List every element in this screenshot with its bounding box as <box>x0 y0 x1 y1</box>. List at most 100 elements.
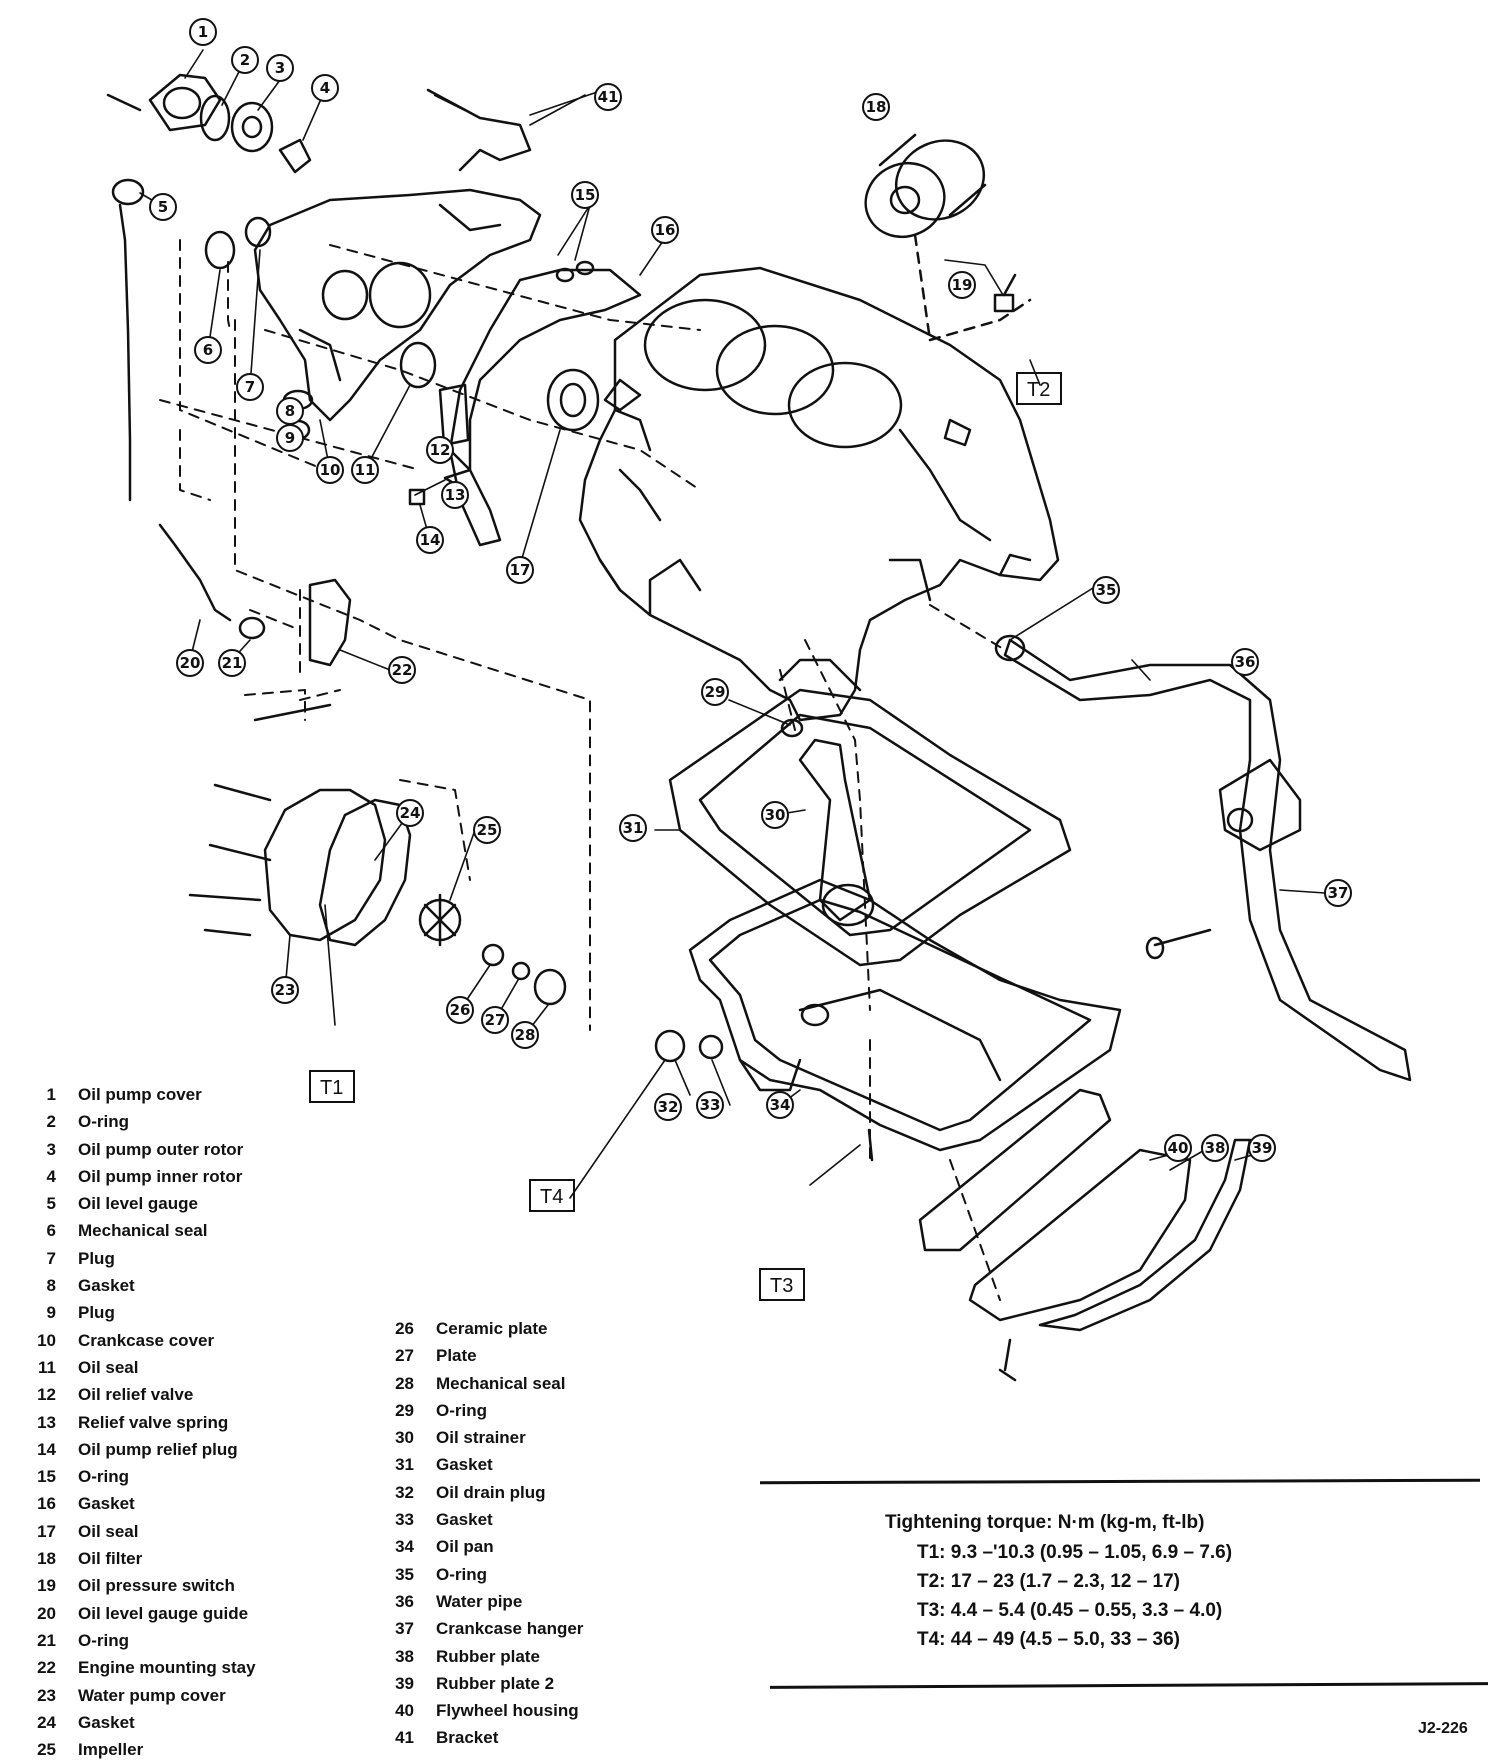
callout-23: 23 <box>271 976 299 1004</box>
torque-row-t2: T2: 17 – 23 (1.7 – 2.3, 12 – 17) <box>917 1571 1181 1592</box>
callout-circle <box>176 649 204 677</box>
callout-number: 38 <box>1205 1139 1226 1157</box>
callout-30: 30 <box>761 801 789 829</box>
callout-circle <box>766 1091 794 1119</box>
callout-number: 18 <box>866 98 887 116</box>
oil-level-gauge <box>111 178 145 502</box>
legend-number: 40 <box>395 1701 414 1721</box>
rubber-plate-39 <box>1038 1138 1252 1332</box>
gasket-24 <box>318 798 412 947</box>
callout-number: 13 <box>445 486 466 504</box>
callout-39: 39 <box>1248 1134 1276 1162</box>
legend-label: Oil pan <box>436 1537 494 1557</box>
callout-circle <box>236 373 264 401</box>
callout-number: 10 <box>320 461 341 479</box>
callout-32: 32 <box>654 1093 682 1121</box>
legend-item: 24 Gasket <box>0 1709 256 1736</box>
callout-5: 5 <box>149 193 177 221</box>
callout-number: 2 <box>240 51 250 69</box>
legend-number: 17 <box>37 1521 56 1541</box>
callout-circle <box>271 976 299 1004</box>
callout-circle <box>651 216 679 244</box>
legend-number: 25 <box>37 1740 56 1760</box>
legend-number: 21 <box>37 1630 56 1650</box>
torque-tags <box>309 372 1062 1301</box>
callout-circle <box>654 1093 682 1121</box>
legend-number: 16 <box>37 1494 56 1514</box>
legend-number: 33 <box>395 1510 414 1530</box>
callout-number: 26 <box>450 1001 471 1019</box>
tag-t1-box <box>309 1070 355 1103</box>
plate-27 <box>511 961 531 981</box>
gasket-31 <box>668 688 1072 967</box>
legend-item: 40 Flywheel housing <box>370 1697 583 1724</box>
legend-label: Gasket <box>78 1712 135 1732</box>
legend-number: 37 <box>395 1619 414 1639</box>
legend-label: Oil pump inner rotor <box>78 1166 243 1186</box>
legend-label: Flywheel housing <box>436 1701 579 1721</box>
figure-code: J2-226 <box>1418 1720 1468 1737</box>
callout-21: 21 <box>218 649 246 677</box>
callout-number: 40 <box>1168 1139 1189 1157</box>
legend-label: Oil relief valve <box>78 1385 194 1405</box>
legend-label: Rubber plate <box>436 1646 540 1666</box>
bracket <box>426 88 532 172</box>
callout-37: 37 <box>1324 879 1352 907</box>
engine-mounting-stay <box>308 578 352 667</box>
gasket-33 <box>698 1034 724 1060</box>
legend-label: Oil seal <box>78 1357 139 1377</box>
callout-circle <box>506 556 534 584</box>
callout-number: 8 <box>285 402 295 420</box>
legend-item: 23 Water pump cover <box>0 1682 256 1709</box>
legend-label: Oil level gauge <box>78 1194 198 1214</box>
legend-number: 23 <box>37 1685 56 1705</box>
ceramic-plate <box>481 943 505 967</box>
legend-label: O-ring <box>436 1564 487 1584</box>
callout-number: 30 <box>765 806 786 824</box>
callout-24: 24 <box>396 799 424 827</box>
legend-number: 28 <box>395 1373 414 1393</box>
water-pump-cover <box>263 788 387 942</box>
relief-valve <box>438 383 470 447</box>
legend-number: 12 <box>37 1385 56 1405</box>
callout-number: 34 <box>770 1096 791 1114</box>
callout-3: 3 <box>266 54 294 82</box>
torque-spec: Tightening torque: N·m (kg-m, ft-lb) T1:… <box>885 1508 1232 1654</box>
legend-label: Oil filter <box>78 1549 143 1569</box>
legend-number: 4 <box>46 1166 56 1186</box>
callout-circle <box>316 456 344 484</box>
callout-number: 41 <box>598 88 619 106</box>
callout-number: 4 <box>320 79 330 97</box>
callout-number: 27 <box>485 1011 506 1029</box>
legend-number: 24 <box>37 1712 56 1732</box>
legend-label: Rubber plate 2 <box>436 1673 555 1693</box>
callout-circle <box>1324 879 1352 907</box>
legend-number: 22 <box>37 1658 56 1678</box>
callout-number: 31 <box>623 819 644 837</box>
callout-circle <box>862 93 890 121</box>
legend-item: 21 O-ring <box>0 1627 256 1654</box>
relief-plug <box>408 488 426 506</box>
callout-number: 35 <box>1096 581 1117 599</box>
callout-circle <box>189 18 217 46</box>
legend-label: Gasket <box>436 1455 493 1475</box>
legend-label: O-ring <box>78 1630 129 1650</box>
callout-number: 12 <box>430 441 451 459</box>
callout-number: 15 <box>575 186 596 204</box>
mechanical-seal-6 <box>204 230 236 270</box>
callout-circle <box>231 46 259 74</box>
legend-label: Oil strainer <box>436 1428 526 1448</box>
callout-circle <box>1201 1134 1229 1162</box>
torque-row-t3: T3: 4.4 – 5.4 (0.45 – 0.55, 3.3 – 4.0) <box>917 1600 1223 1621</box>
tag-t3: T3 <box>770 1275 793 1297</box>
legend-label: Water pump cover <box>78 1685 226 1705</box>
callout-31: 31 <box>619 814 647 842</box>
legend-label: Water pipe <box>436 1591 523 1611</box>
